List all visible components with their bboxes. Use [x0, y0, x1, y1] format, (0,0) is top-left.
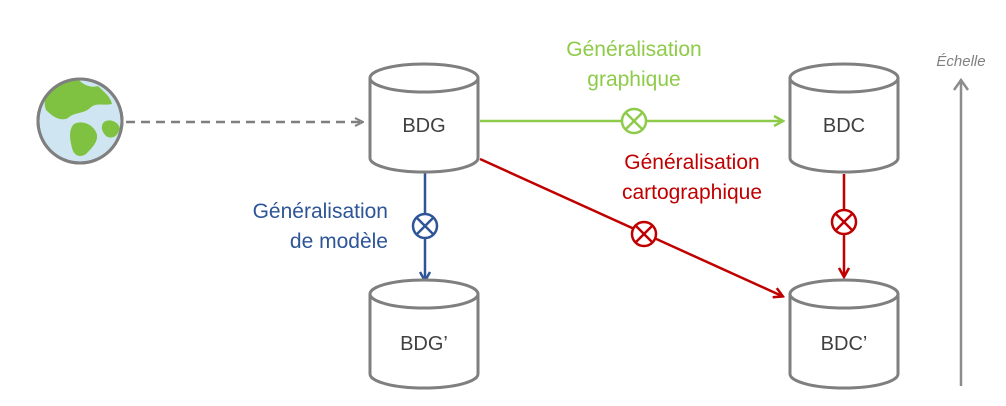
model-label-line2: de modèle [290, 230, 388, 253]
carto-label-line2: cartographique [622, 181, 762, 204]
database-bdc-label: BDC [823, 115, 865, 137]
database-bdg-label: BDG [402, 115, 445, 137]
database-bdc: BDC [788, 62, 900, 174]
carto-operator-vertical-icon [830, 208, 858, 236]
model-operator-icon [411, 212, 439, 240]
graphic-label-line1: Généralisation [566, 38, 701, 61]
model-label-line1: Généralisation [253, 200, 388, 223]
graphic-operator-icon [620, 107, 648, 135]
database-bdc-prime: BDC’ [788, 278, 900, 390]
carto-operator-diagonal-icon [630, 220, 658, 248]
database-bdg-prime-label: BDG’ [400, 333, 448, 355]
globe-icon [36, 77, 124, 165]
database-bdc-prime-label: BDC’ [821, 333, 868, 355]
scale-axis [952, 77, 970, 386]
carto-label-line1: Généralisation [624, 151, 759, 174]
database-bdg: BDG [368, 62, 480, 174]
carto-generalisation-arrow-diagonal [479, 157, 782, 296]
scale-label: Échelle [936, 53, 985, 70]
database-bdg-prime: BDG’ [368, 278, 480, 390]
graphic-label-line2: graphique [587, 68, 680, 91]
